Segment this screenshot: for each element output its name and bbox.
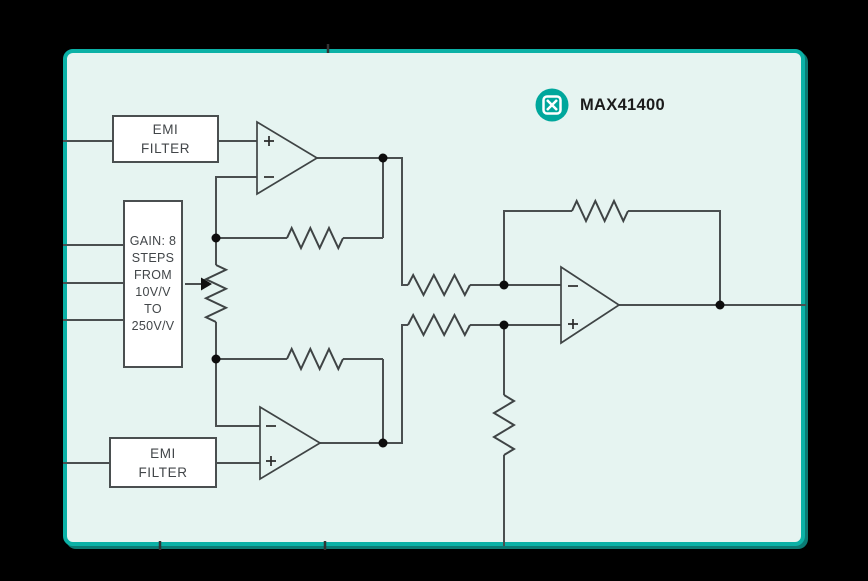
resistor-r2: [407, 312, 471, 338]
emi-filter-label: FILTER: [140, 141, 191, 156]
maxim-logo-icon: [535, 88, 569, 122]
junction-dot: [211, 354, 221, 364]
wire-amp2-feedback-tap: [215, 359, 260, 427]
wire-amp1-feedback-tap: [215, 176, 257, 238]
resistor-rg-pot: [203, 264, 229, 323]
gain-arrowhead-icon: [201, 277, 212, 291]
opamps: [256, 120, 621, 481]
gain-network-wires: [215, 157, 806, 546]
input-wires: [63, 140, 260, 464]
gain-label-line: 250V/V: [131, 319, 175, 333]
wire-gain-select: [63, 244, 123, 321]
wire-rf2-row: [216, 358, 384, 443]
gain-label-line: STEPS: [131, 251, 175, 265]
emi-filter-label: EMI: [152, 122, 179, 137]
plus-icon: [568, 319, 578, 329]
opamp-top-icon: [256, 120, 319, 196]
gain-label-line: TO: [144, 302, 162, 316]
junction-dot: [378, 153, 388, 163]
junction-dot: [211, 233, 221, 243]
emi-filter-top-block: EMI FILTER: [112, 115, 219, 163]
gain-label-line: GAIN: 8: [129, 234, 177, 248]
resistor-rf3: [571, 198, 629, 224]
emi-filter-label: EMI: [150, 445, 176, 461]
resistors: [203, 198, 629, 456]
pin-nubs: [158, 44, 330, 550]
resistor-rf2: [286, 346, 344, 372]
gain-label-line: 10V/V: [135, 285, 171, 299]
opamp-bottom-icon: [259, 405, 322, 481]
resistor-rf1: [286, 225, 344, 251]
junction-dots: [211, 153, 725, 448]
junction-dot: [499, 320, 509, 330]
opamp-output-icon: [560, 265, 621, 345]
junction-dot: [378, 438, 388, 448]
wire-rf1-row: [216, 158, 384, 239]
part-number: MAX41400: [580, 95, 665, 114]
plus-icon: [266, 456, 276, 466]
junction-dot: [715, 300, 725, 310]
gain-label-line: FROM: [134, 268, 172, 282]
wire-outamp-feedback: [503, 210, 721, 305]
resistor-ref: [492, 394, 516, 456]
resistor-r1: [407, 272, 471, 298]
emi-filter-label: FILTER: [138, 464, 188, 480]
gain-select-block: GAIN: 8 STEPS FROM 10V/V TO 250V/V: [123, 200, 183, 368]
brand-row: MAX41400: [535, 88, 665, 122]
junction-dot: [499, 280, 509, 290]
wire-amp2-out: [320, 324, 408, 444]
gain-arrow: [185, 277, 212, 291]
emi-filter-bottom-block: EMI FILTER: [109, 437, 217, 488]
plus-icon: [264, 136, 274, 146]
wire-amp1-out: [317, 157, 408, 286]
